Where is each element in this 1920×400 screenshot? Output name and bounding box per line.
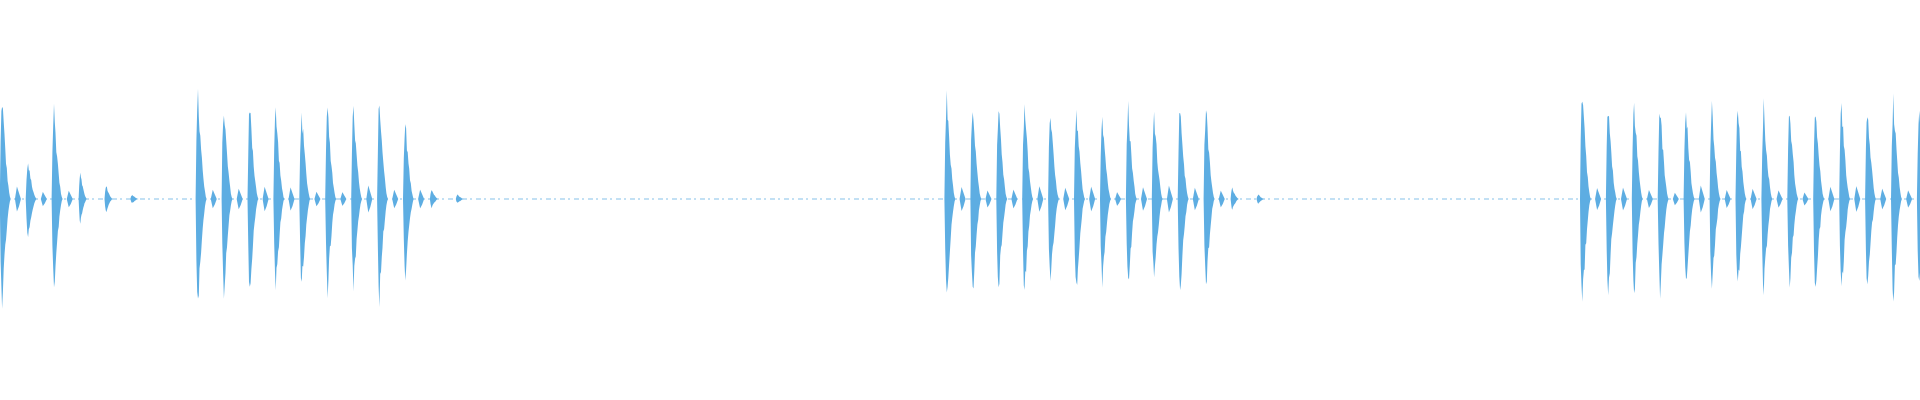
waveform-peak	[1605, 115, 1617, 296]
waveform-blip	[1646, 190, 1653, 208]
waveform-blip	[1724, 190, 1731, 208]
waveform-blip	[340, 192, 347, 206]
waveform-peak	[299, 112, 311, 282]
waveform-blip	[392, 189, 399, 209]
waveform-blip	[1141, 187, 1147, 211]
waveform-peak	[25, 163, 37, 238]
waveform-blip	[1166, 185, 1173, 213]
waveform-peak	[1839, 103, 1851, 287]
waveform-peak	[1657, 113, 1669, 299]
waveform-blip	[314, 191, 321, 207]
waveform-peak	[130, 194, 139, 203]
waveform-peak	[351, 105, 363, 292]
waveform-peak	[1787, 115, 1799, 288]
waveform-blip	[1854, 186, 1861, 212]
waveform-peak	[1580, 101, 1591, 302]
waveform-blip	[236, 188, 243, 210]
waveform-burst	[1580, 93, 1920, 302]
waveform-peak	[78, 172, 87, 224]
waveform-peak	[1100, 116, 1111, 288]
waveform-blip	[1828, 186, 1835, 212]
waveform-peak	[1230, 187, 1239, 210]
waveform-peak	[429, 190, 439, 209]
waveform-blip	[1037, 186, 1044, 212]
waveform-peak	[1022, 104, 1034, 290]
waveform-peak	[325, 107, 337, 299]
waveform-blip	[1192, 187, 1199, 211]
waveform-blip	[66, 190, 73, 208]
waveform-burst	[195, 88, 465, 308]
waveform-peak	[195, 88, 207, 299]
waveform-peak	[1177, 113, 1189, 291]
waveform-blip	[1672, 192, 1679, 206]
waveform-blip	[1115, 192, 1122, 206]
waveform-peak	[1151, 111, 1163, 278]
waveform-peak	[1203, 110, 1215, 285]
waveform-blip	[418, 189, 425, 209]
waveform-peak	[1074, 109, 1085, 285]
waveform-peak	[0, 106, 11, 309]
waveform-blip	[1802, 192, 1809, 206]
waveform-blip	[1089, 186, 1096, 212]
waveform-peak	[944, 90, 956, 293]
waveform-peak	[996, 111, 1008, 288]
waveform-peak	[970, 112, 982, 289]
waveform-peak	[104, 186, 113, 213]
waveform-peak	[1761, 98, 1773, 296]
waveform-peak	[1865, 117, 1876, 285]
waveform-peak	[1256, 194, 1265, 204]
waveform-peak	[1631, 102, 1643, 294]
waveform-blip	[1776, 190, 1783, 208]
waveform-blip	[1698, 185, 1705, 213]
waveform-peak	[247, 112, 259, 287]
waveform-peak	[377, 105, 388, 308]
waveform-blip	[1880, 188, 1887, 210]
waveform-peak	[1891, 93, 1902, 302]
waveform-blip	[1750, 188, 1757, 210]
waveform-blip	[1218, 190, 1225, 208]
waveform-blip	[1621, 187, 1627, 211]
waveform-blip	[14, 186, 21, 212]
waveform-peak	[403, 124, 414, 281]
waveform-blip	[1906, 190, 1913, 208]
waveform-blip	[985, 190, 992, 208]
waveform-peak	[1709, 100, 1721, 289]
waveform-peak	[1048, 117, 1059, 282]
waveform-peak	[1813, 116, 1825, 287]
waveform-peak	[1916, 110, 1920, 281]
waveform-peak	[1125, 100, 1137, 280]
waveform-peak	[51, 103, 63, 288]
waveform-peak	[455, 194, 465, 203]
waveform-blip	[1063, 187, 1070, 211]
waveform-blip	[366, 185, 373, 213]
waveform-blip	[1011, 189, 1018, 209]
waveform-bursts	[0, 88, 1920, 309]
waveform-blip	[288, 187, 295, 211]
waveform-burst	[944, 90, 1265, 293]
waveform-peak	[273, 107, 285, 291]
waveform-peak	[1683, 112, 1695, 280]
waveform-peak	[1735, 110, 1747, 282]
waveform-blip	[210, 189, 217, 209]
waveform-blip	[1595, 187, 1602, 211]
waveform-blip	[40, 191, 47, 207]
waveform-blip	[262, 186, 269, 212]
waveform-peak	[221, 115, 233, 299]
waveform-burst	[0, 103, 139, 309]
waveform-blip	[959, 187, 966, 211]
